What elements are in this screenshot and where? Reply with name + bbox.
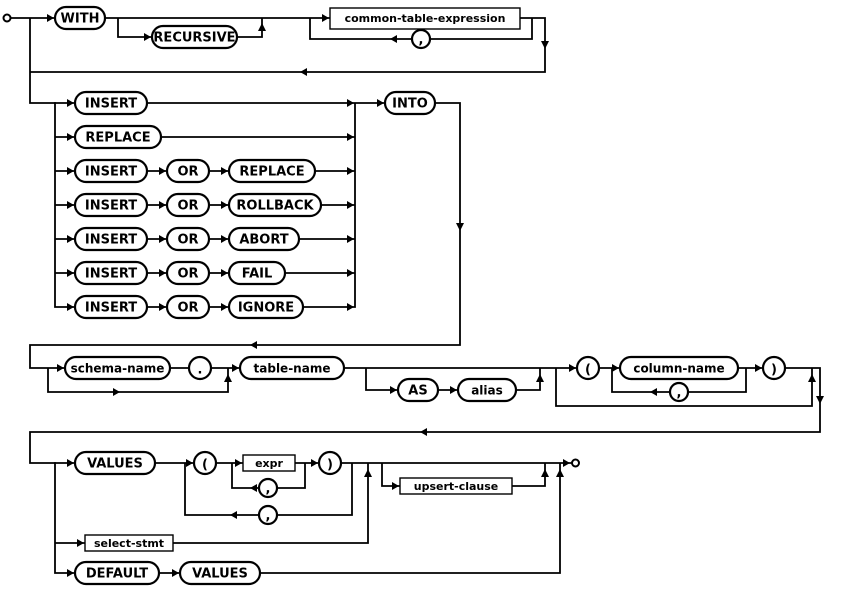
nonterminal-select-stmt[interactable]: select-stmt xyxy=(84,534,174,552)
rparen-values-label: ) xyxy=(327,458,333,473)
svg-text:OR: OR xyxy=(177,233,198,248)
svg-text:ABORT: ABORT xyxy=(239,233,288,248)
keyword-values-label: VALUES xyxy=(87,457,143,472)
lparen-values: ( xyxy=(192,450,218,476)
keyword-default-label: DEFAULT xyxy=(86,567,148,582)
expr-comma-label: , xyxy=(266,482,271,497)
name-schema-name: schema-name xyxy=(63,355,172,381)
rparen-values: ) xyxy=(317,450,343,476)
replace-row2-label: REPLACE xyxy=(85,131,150,146)
keyword-or-row5: OR xyxy=(165,226,211,252)
keyword-ignore-row7: IGNORE xyxy=(227,294,305,320)
keyword-or-row6: OR xyxy=(165,260,211,286)
svg-text:OR: OR xyxy=(177,267,198,282)
svg-text:INSERT: INSERT xyxy=(85,199,137,214)
nonterminal-upsert-clause[interactable]: upsert-clause xyxy=(399,477,513,495)
dot-label: . xyxy=(198,363,203,378)
keyword-into: INTO xyxy=(383,90,437,116)
keyword-default: DEFAULT xyxy=(73,560,161,586)
keyword-insert-row3: INSERT xyxy=(73,158,149,184)
keyword-insert-row7: INSERT xyxy=(73,294,149,320)
expr-comma-separator: , xyxy=(257,477,279,499)
keyword-or-row3: OR xyxy=(165,158,211,184)
keyword-or-row7: OR xyxy=(165,294,211,320)
keyword-replace-row3: REPLACE xyxy=(227,158,317,184)
nonterminal-common-table-expression[interactable]: common-table-expression xyxy=(329,7,521,30)
alias-label: alias xyxy=(471,384,503,398)
keyword-into-label: INTO xyxy=(392,97,428,112)
name-alias: alias xyxy=(456,377,518,403)
svg-text:OR: OR xyxy=(177,165,198,180)
lparen-values-label: ( xyxy=(202,458,208,473)
row-comma-separator: , xyxy=(257,504,279,526)
lparen-columns: ( xyxy=(575,355,601,381)
keyword-rollback-row4: ROLLBACK xyxy=(227,192,323,218)
rparen-columns: ) xyxy=(761,355,787,381)
keyword-insert-row4: INSERT xyxy=(73,192,149,218)
keyword-with-label: WITH xyxy=(61,12,100,27)
nonterminal-expr[interactable]: expr xyxy=(242,454,296,472)
start-terminal xyxy=(2,13,12,23)
svg-text:INSERT: INSERT xyxy=(85,233,137,248)
upsert-clause-label: upsert-clause xyxy=(414,480,499,493)
svg-text:ROLLBACK: ROLLBACK xyxy=(236,199,314,214)
cte-comma-separator: , xyxy=(410,28,432,50)
svg-text:INSERT: INSERT xyxy=(85,267,137,282)
keyword-as: AS xyxy=(396,377,440,403)
keyword-recursive: RECURSIVE xyxy=(150,24,239,50)
svg-text:REPLACE: REPLACE xyxy=(239,165,304,180)
lparen-columns-label: ( xyxy=(585,363,591,378)
svg-text:OR: OR xyxy=(177,301,198,316)
keyword-or-row4: OR xyxy=(165,192,211,218)
keyword-abort-row5: ABORT xyxy=(227,226,301,252)
column-comma-separator: , xyxy=(668,381,690,403)
keyword-replace-row2: REPLACE xyxy=(73,124,163,150)
svg-text:IGNORE: IGNORE xyxy=(238,301,294,316)
svg-text:INSERT: INSERT xyxy=(85,301,137,316)
keyword-insert-row6: INSERT xyxy=(73,260,149,286)
table-name-label: table-name xyxy=(254,362,331,376)
common-table-expression-label: common-table-expression xyxy=(345,12,506,25)
keyword-fail-row6: FAIL xyxy=(227,260,287,286)
svg-text:FAIL: FAIL xyxy=(242,267,273,282)
schema-name-label: schema-name xyxy=(71,362,165,376)
keyword-values: VALUES xyxy=(73,450,157,476)
name-table-name: table-name xyxy=(238,355,346,381)
insert-row1-label: INSERT xyxy=(85,97,137,112)
svg-text:INSERT: INSERT xyxy=(85,165,137,180)
cte-comma-label: , xyxy=(419,33,424,48)
select-stmt-label: select-stmt xyxy=(94,537,164,550)
dot-separator: . xyxy=(187,355,213,381)
expr-label: expr xyxy=(255,457,283,470)
keyword-recursive-label: RECURSIVE xyxy=(153,31,235,46)
keyword-insert-row1: INSERT xyxy=(73,90,149,116)
keyword-with: WITH xyxy=(53,5,107,31)
column-name-label: column-name xyxy=(633,362,724,376)
keyword-as-label: AS xyxy=(408,384,427,399)
svg-text:OR: OR xyxy=(177,199,198,214)
keyword-insert-row5: INSERT xyxy=(73,226,149,252)
row-comma-label: , xyxy=(266,509,271,524)
rparen-columns-label: ) xyxy=(771,363,777,378)
column-comma-label: , xyxy=(677,386,682,401)
name-column-name: column-name xyxy=(618,355,740,381)
keyword-default-values-label: VALUES xyxy=(192,567,248,582)
keyword-default-values: VALUES xyxy=(178,560,262,586)
end-terminal xyxy=(571,458,580,468)
